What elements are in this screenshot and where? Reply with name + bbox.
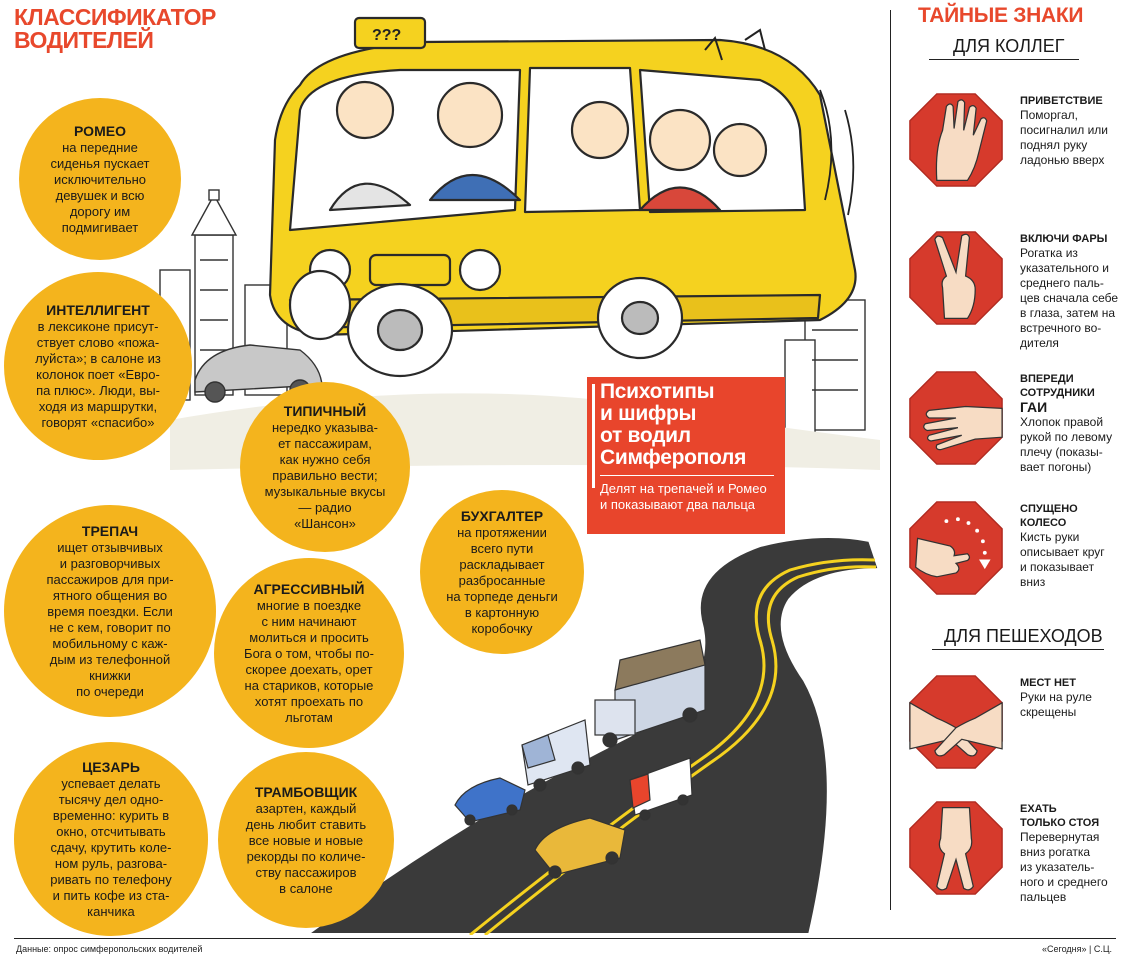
circle-hand-icon [909,501,1003,595]
circle-title: РОМЕО [74,122,126,139]
circle-title: ТРЕПАЧ [81,522,139,539]
sign-traffic-police: ВПЕРЕДИ СОТРУДНИКИ ГАИ Хлопок правой рук… [908,370,1118,474]
sign-title-big: ГАИ [1020,399,1048,415]
sign-standing-only: ЕХАТЬ ТОЛЬКО СТОЯ Перевернутая вниз рога… [908,800,1118,904]
sign-desc: Поморгал, посигналил или поднял руку лад… [1020,108,1109,167]
taxi [534,817,626,879]
section-head-label: ДЛЯ ПЕШЕХОДОВ [944,626,1103,646]
footer-credit: «Сегодня» | С.Ц. [1041,944,1112,954]
sign-headlights: ВКЛЮЧИ ФАРЫ Рогатка из указательного и с… [908,230,1118,350]
headline-subtitle: Делят на трепачей и Ромео и показывают д… [600,481,767,512]
sign-text: ЕХАТЬ ТОЛЬКО СТОЯ Перевернутая вниз рога… [1020,802,1120,905]
bus: ??? [268,16,857,378]
main-title: КЛАССИФИКАТОР ВОДИТЕЛЕЙ [14,4,216,53]
sign-title: МЕСТ НЕТ [1020,677,1076,689]
circle-typical: ТИПИЧНЫЙ нередко указыва- ет пассажирам,… [240,382,410,552]
footer-source: Данные: опрос симферопольских водителей [16,944,203,954]
section-head-colleagues: ДЛЯ КОЛЛЕГ [929,36,1079,60]
music-notes-icon [704,28,766,61]
sign-desc: Рогатка из указательного и среднего паль… [1020,246,1119,350]
sign-desc: Хлопок правой рукой по левому плечу (пок… [1020,415,1113,474]
section-head-pedestrians: ДЛЯ ПЕШЕХОДОВ [932,626,1104,650]
section-head-label: ДЛЯ КОЛЛЕГ [953,36,1065,56]
sign-title: ПРИВЕТСТВИЕ [1020,95,1103,107]
circle-text: успевает делать тысячу дел одно- временн… [50,775,172,919]
headline-box: Психотипы и шифры от водил Симферополя Д… [588,378,784,533]
circle-chatterbox: ТРЕПАЧ ищет отзывчивых и разговорчивых п… [4,505,216,717]
circle-text: многие в поездке с ним начинают молиться… [244,597,374,725]
headline-divider [600,475,774,476]
circle-text: на передние сиденья пускает исключительн… [50,139,150,235]
ambulance [629,757,693,821]
open-palm-icon [909,93,1003,187]
circle-title: БУХГАЛТЕР [460,507,544,524]
circle-title: ТИПИЧНЫЙ [283,402,367,419]
flat-hand-icon [909,371,1003,465]
sign-greeting: ПРИВЕТСТВИЕ Поморгал, посигналил или под… [908,92,1118,192]
footer-rule [14,938,1116,939]
circle-text: азартен, каждый день любит ставить все н… [245,800,367,896]
circle-romeo: РОМЕО на передние сиденья пускает исключ… [19,98,181,260]
bus-plate: ??? [372,27,401,44]
sign-desc: Руки на руле скрещены [1020,690,1092,719]
sign-desc: Перевернутая вниз рогатка из указатель- … [1020,830,1108,904]
blue-car [454,777,526,826]
circle-title: ИНТЕЛЛИГЕНТ [46,301,150,318]
sign-text: ПРИВЕТСТВИЕ Поморгал, посигналил или под… [1020,94,1120,168]
circle-accountant: БУХГАЛТЕР на протяжении всего пути раскл… [420,490,584,654]
circle-text: нередко указыва- ет пассажирам, как нужн… [264,419,386,531]
inverted-v-icon [909,801,1003,895]
circle-title: ЦЕЗАРЬ [82,758,140,775]
v-sign-icon [909,231,1003,325]
illustration: ??? [159,16,883,935]
circle-text: ищет отзывчивых и разговорчивых пассажир… [46,539,174,699]
circle-aggressive: АГРЕССИВНЫЙ многие в поездке с ним начин… [214,558,404,748]
crossed-hands-icon [909,675,1003,769]
circle-text: в лексиконе присут- ствует слово «пожа- … [35,318,161,430]
sign-desc: Кисть руки описывает круг и показывает в… [1020,530,1105,589]
dump-truck [594,639,706,748]
sign-text: ВКЛЮЧИ ФАРЫ Рогатка из указательного и с… [1020,232,1120,351]
circle-intellectual: ИНТЕЛЛИГЕНТ в лексиконе присут- ствует с… [4,272,192,460]
right-title: ТАЙНЫЕ ЗНАКИ [918,4,1084,27]
sign-title: ВКЛЮЧИ ФАРЫ [1020,233,1108,245]
sign-flat-tire: СПУЩЕНО КОЛЕСО Кисть руки описывает круг… [908,500,1118,600]
headline-title: Психотипы и шифры от водил Симферополя [600,380,747,469]
sign-text: СПУЩЕНО КОЛЕСО Кисть руки описывает круг… [1020,502,1120,590]
sign-title: СПУЩЕНО КОЛЕСО [1020,503,1078,529]
road [301,534,883,935]
sign-title: ВПЕРЕДИ СОТРУДНИКИ [1020,373,1095,399]
sign-text: ВПЕРЕДИ СОТРУДНИКИ ГАИ Хлопок правой рук… [1020,372,1120,475]
circle-title: ТРАМБОВЩИК [254,783,358,800]
headline-bar [592,384,595,488]
circle-caesar: ЦЕЗАРЬ успевает делать тысячу дел одно- … [14,742,208,936]
sign-text: МЕСТ НЕТ Руки на руле скрещены [1020,676,1120,720]
sign-title: ЕХАТЬ ТОЛЬКО СТОЯ [1020,803,1100,829]
circle-title: АГРЕССИВНЫЙ [253,580,365,597]
white-van [521,719,591,792]
sign-no-seats: МЕСТ НЕТ Руки на руле скрещены [908,674,1118,774]
circle-text: на протяжении всего пути раскладывает ра… [446,524,558,636]
circle-rammer: ТРАМБОВЩИК азартен, каждый день любит ст… [218,752,394,928]
column-divider [890,10,891,910]
